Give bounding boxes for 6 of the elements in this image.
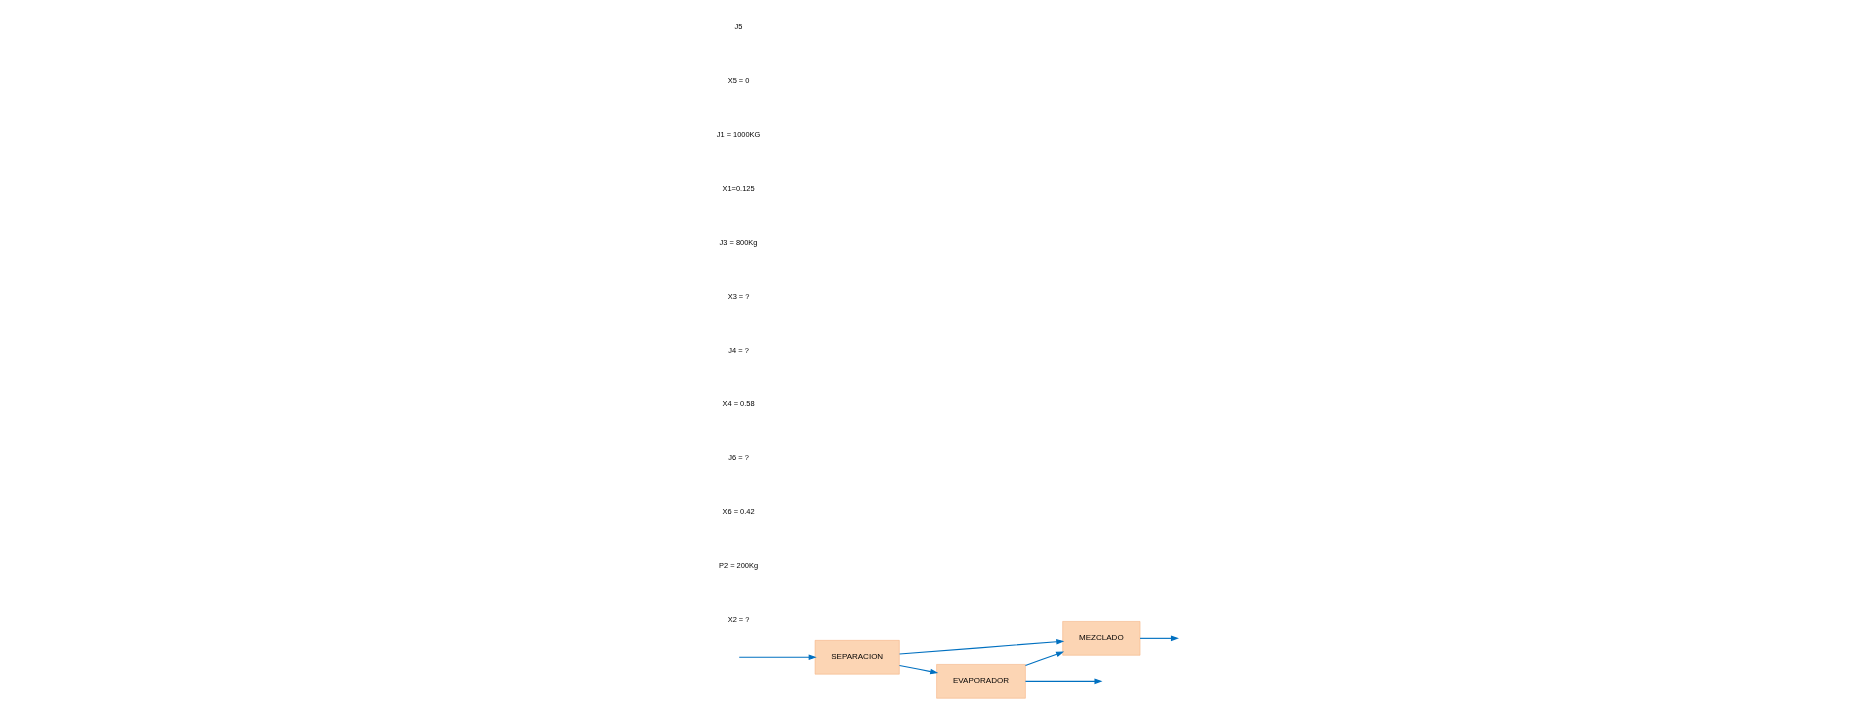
arrow bbox=[1024, 651, 1064, 667]
arrow bbox=[1138, 635, 1179, 642]
arrow bbox=[898, 639, 1064, 655]
arrow bbox=[1024, 678, 1102, 685]
arrow bbox=[738, 654, 817, 661]
arrow bbox=[898, 664, 938, 675]
